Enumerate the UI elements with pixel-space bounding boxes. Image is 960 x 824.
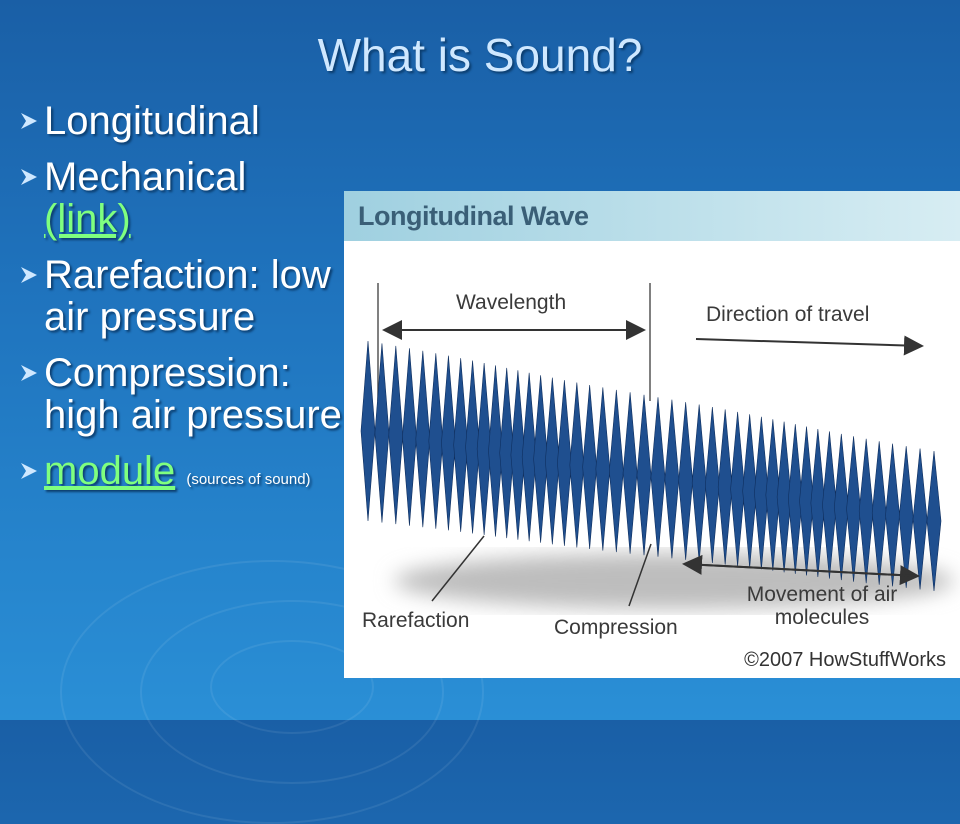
module-link[interactable]: module <box>44 449 176 493</box>
bullet-item: Compression: high air pressure <box>14 352 344 436</box>
bullet-item: Rarefaction: low air pressure <box>14 254 344 338</box>
wave-plate <box>810 428 826 578</box>
wave-plate <box>499 367 515 539</box>
module-note: (sources of sound) <box>186 471 311 488</box>
wave-plate <box>776 421 792 573</box>
compression-label: Compression <box>554 616 678 639</box>
wave-plate <box>678 402 693 560</box>
wave-plate <box>441 355 456 531</box>
wave-plate <box>885 443 900 587</box>
bullet-arrow-icon <box>21 463 37 479</box>
wave-plate <box>926 450 942 592</box>
wave-plate <box>557 380 572 546</box>
wave-plate <box>650 397 666 557</box>
wave-plate <box>871 441 887 585</box>
wave-plate <box>388 345 404 525</box>
copyright-label: ©2007 HowStuffWorks <box>744 649 946 671</box>
bullet-arrow-icon <box>21 113 37 129</box>
wave-plate <box>453 358 468 532</box>
wave-plate <box>912 448 928 590</box>
wave-plate <box>374 343 390 523</box>
wave-plate <box>582 384 597 550</box>
bullet-arrow-icon <box>21 169 37 185</box>
wave-plate <box>822 431 837 579</box>
wave-plate <box>636 394 652 556</box>
wave-plate <box>846 436 861 582</box>
wave-plate <box>799 426 814 576</box>
wave-plate <box>834 433 849 581</box>
wave-plate <box>691 404 707 562</box>
figure-title: Longitudinal Wave <box>358 201 589 231</box>
movement-label: Movement of air molecules <box>746 583 898 630</box>
direction-arrow <box>695 335 924 356</box>
wave-plate <box>545 377 560 545</box>
wave-plate <box>521 372 537 542</box>
wave-plate <box>858 438 874 584</box>
wave-plate <box>609 389 624 553</box>
bullet-arrow-icon <box>21 267 37 283</box>
wave-plate <box>765 419 781 571</box>
bullet-text: Mechanical <box>44 155 247 199</box>
wave-plate <box>533 375 548 543</box>
wave-plate <box>428 353 444 529</box>
bullet-item: Mechanical (link) <box>14 156 344 240</box>
wave-plate <box>787 424 803 574</box>
wave-plate <box>569 382 585 548</box>
wave-plate <box>754 416 769 570</box>
wave-shadow <box>394 553 954 609</box>
wave-plate <box>622 392 638 554</box>
bullet-text: Longitudinal <box>44 99 260 143</box>
figure-header: Longitudinal Wave <box>344 191 960 241</box>
bullet-item: Longitudinal <box>14 100 344 142</box>
rarefaction-pointer <box>431 535 485 602</box>
wave-plate <box>415 350 431 528</box>
wave-plate <box>360 340 376 522</box>
bullet-text: Rarefaction: low air pressure <box>44 253 331 339</box>
wave-plate <box>488 365 503 537</box>
wave-plate <box>510 370 526 540</box>
bullet-text: Compression: high air pressure <box>44 351 342 437</box>
wavelength-label: Wavelength <box>456 291 567 314</box>
direction-label: Direction of travel <box>706 303 870 326</box>
slide-title: What is Sound? <box>317 29 643 81</box>
wave-diagram <box>360 283 954 609</box>
wave-plate <box>898 446 914 588</box>
bullet-item: module (sources of sound) <box>14 450 344 492</box>
wave-plate <box>402 348 417 526</box>
wave-plate <box>595 387 611 551</box>
wave-plate <box>705 406 720 564</box>
rarefaction-label: Rarefaction <box>362 609 470 632</box>
longitudinal-wave <box>360 340 942 592</box>
mechanical-link[interactable]: (link) <box>44 197 131 241</box>
longitudinal-wave-figure: Longitudinal Wave Wavelength Direction o… <box>344 191 960 678</box>
wave-plate <box>664 399 680 559</box>
bullet-arrow-icon <box>21 365 37 381</box>
wave-plate <box>730 411 745 567</box>
wave-plate <box>465 360 480 534</box>
bullet-list: Longitudinal Mechanical (link) Rarefacti… <box>14 100 344 506</box>
wave-plate <box>476 362 492 536</box>
compression-pointer <box>628 543 652 607</box>
wave-plate <box>717 409 733 565</box>
